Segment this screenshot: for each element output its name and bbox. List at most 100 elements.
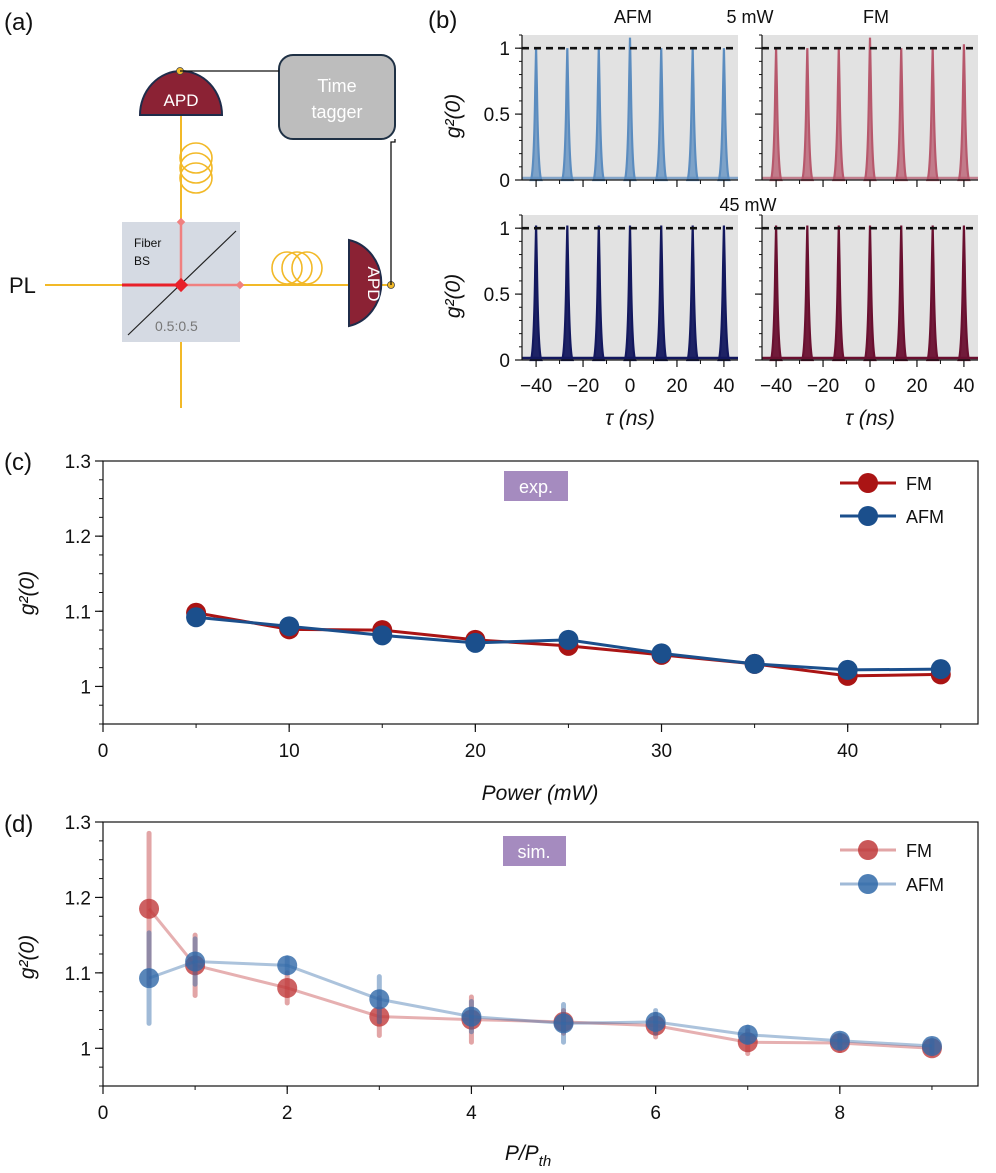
panel-label-d: (d) xyxy=(4,811,33,838)
data-point-afm xyxy=(279,616,300,637)
x-tick-label: 20 xyxy=(465,741,486,762)
c-xlabel: Power (mW) xyxy=(482,782,599,805)
data-point-afm xyxy=(737,1024,758,1045)
x-tick-label: 0 xyxy=(98,1103,109,1124)
fiber-coil-right xyxy=(271,251,323,285)
panel-label-a: (a) xyxy=(4,9,33,36)
wire-right-apd-to-tagger xyxy=(390,139,396,285)
fiber-coil-top xyxy=(179,142,213,194)
d-series-marks xyxy=(139,830,942,1059)
c-ylabel: g²(0) xyxy=(16,571,39,615)
y-tick-label: 1 xyxy=(80,1039,91,1060)
y-tick-label: 1.3 xyxy=(65,813,91,834)
correlation-peak xyxy=(654,225,668,362)
correlation-peak xyxy=(957,225,971,362)
y-tick-label: 1 xyxy=(80,677,91,698)
legend-afm-sim-marker xyxy=(858,874,878,894)
legend-fm-sim-label: FM xyxy=(906,841,932,861)
correlation-peak xyxy=(863,225,877,362)
b-xlabel-left: τ (ns) xyxy=(605,407,655,430)
correlation-peak xyxy=(529,225,543,362)
legend-fm-marker xyxy=(858,473,878,493)
column-title-afm: AFM xyxy=(614,7,652,27)
y-tick-label: 1.3 xyxy=(65,452,91,473)
x-tick-label: 4 xyxy=(466,1103,477,1124)
data-point-afm xyxy=(930,659,951,680)
legend-afm-marker xyxy=(858,506,878,526)
data-point-fm xyxy=(277,977,298,998)
column-title-fm: FM xyxy=(863,7,889,27)
b-xlabel-right: τ (ns) xyxy=(845,407,895,430)
correlation-peak xyxy=(800,48,815,182)
panel-label-c: (c) xyxy=(4,449,32,476)
data-point-afm xyxy=(139,968,160,989)
c-series-marks xyxy=(186,602,951,686)
legend-afm-label: AFM xyxy=(906,507,944,527)
data-point-afm xyxy=(461,1006,482,1027)
legend-fm-sim-marker xyxy=(858,840,878,860)
x-tick-label: 20 xyxy=(666,376,687,397)
correlation-peak xyxy=(957,44,971,182)
x-tick-label: 0 xyxy=(865,376,876,397)
b-ylabel-top: g²(0) xyxy=(442,94,465,138)
sim-badge xyxy=(503,836,566,866)
correlation-peak xyxy=(863,37,877,182)
correlation-peak xyxy=(685,225,700,362)
correlation-peak xyxy=(925,48,940,182)
correlation-peak xyxy=(925,225,940,362)
data-point-fm xyxy=(139,898,160,919)
splitter-port-right xyxy=(235,280,245,290)
x-tick-label: −40 xyxy=(760,376,792,397)
data-point-afm xyxy=(651,643,672,664)
correlation-peak xyxy=(800,225,815,362)
data-point-afm xyxy=(372,625,393,646)
x-tick-label: 40 xyxy=(837,741,858,762)
data-point-afm xyxy=(186,607,207,628)
series-line-fm xyxy=(147,907,933,1050)
subplot-fm-5mw xyxy=(755,34,978,187)
x-tick-label: 30 xyxy=(651,741,672,762)
y-tick-label: 1 xyxy=(499,219,510,240)
x-tick-label: 8 xyxy=(835,1103,846,1124)
pl-input-label: PL xyxy=(9,273,36,298)
data-point-fm xyxy=(369,1006,390,1027)
correlation-peak xyxy=(717,225,731,362)
data-point-afm xyxy=(277,955,298,976)
x-tick-label: −20 xyxy=(567,376,599,397)
correlation-peak xyxy=(717,48,731,182)
y-tick-label: 1 xyxy=(499,39,510,60)
data-point-afm xyxy=(185,951,206,972)
data-point-afm xyxy=(837,659,858,680)
d-xlabel: P/Pth xyxy=(505,1142,551,1170)
x-tick-label: 40 xyxy=(953,376,974,397)
x-tick-label: 10 xyxy=(279,741,300,762)
apd-right-label: APD xyxy=(364,267,383,302)
y-tick-label: 1.2 xyxy=(65,527,91,548)
y-tick-label: 1.1 xyxy=(65,964,91,985)
x-tick-label: 2 xyxy=(282,1103,293,1124)
x-tick-label: 40 xyxy=(713,376,734,397)
data-point-afm xyxy=(921,1036,942,1057)
data-point-afm xyxy=(465,632,486,653)
legend-fm-label: FM xyxy=(906,474,932,494)
d-ylabel: g²(0) xyxy=(16,935,39,979)
splitter-center-marker xyxy=(173,277,189,293)
correlation-peak xyxy=(769,48,783,182)
correlation-peak xyxy=(685,48,700,182)
data-point-afm xyxy=(744,653,765,674)
data-point-afm xyxy=(369,989,390,1010)
y-tick-label: 0 xyxy=(499,171,510,192)
time-tagger-box xyxy=(278,54,396,140)
data-point-afm xyxy=(645,1011,666,1032)
data-point-afm xyxy=(829,1030,850,1051)
splitter-port-top xyxy=(176,217,186,227)
time-tagger-label-line1: Time xyxy=(317,76,356,96)
x-tick-label: 20 xyxy=(906,376,927,397)
bs-split-ratio: 0.5:0.5 xyxy=(155,318,198,334)
x-tick-label: −40 xyxy=(520,376,552,397)
bs-label-line2: BS xyxy=(134,254,150,268)
sim-badge-label: sim. xyxy=(518,842,551,862)
